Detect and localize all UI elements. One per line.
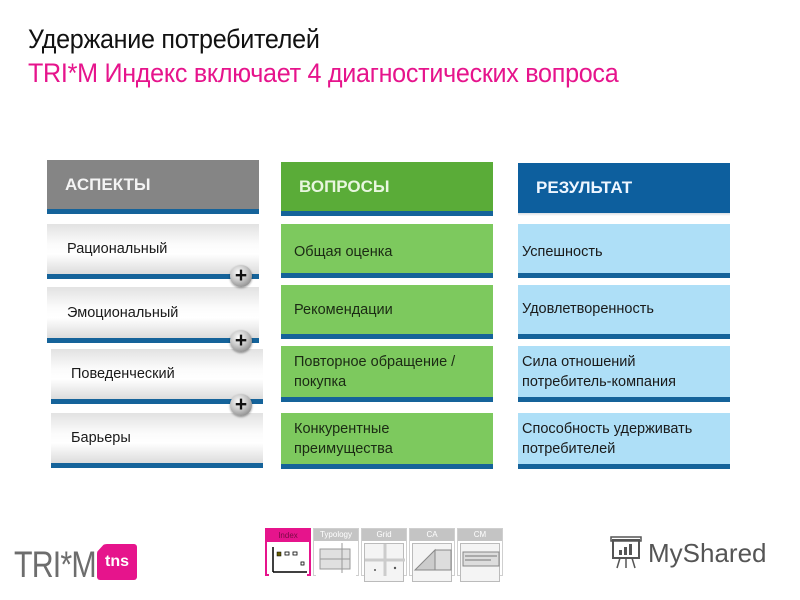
question-item-recommendations: Рекомендации — [281, 285, 493, 339]
tab-index[interactable]: Index — [265, 528, 311, 581]
result-item-relationship: Сила отношений потребитель-компания — [518, 346, 730, 402]
result-item-success: Успешность — [518, 224, 730, 278]
tab-ca[interactable]: CA — [409, 528, 455, 582]
trim-logo-text: TRI*M — [14, 544, 97, 585]
myshared-text: MyShared — [648, 537, 767, 568]
tab-label: Grid — [362, 529, 406, 541]
trim-logo: TRI*M — [14, 544, 97, 586]
tab-typology[interactable]: Typology — [313, 528, 359, 580]
tab-label: Index — [267, 530, 309, 542]
slide-subtitle: TRI*M Индекс включает 4 диагностических … — [28, 58, 619, 88]
result-item-retention: Способность удерживать потребителей — [518, 413, 730, 469]
aspects-header: АСПЕКТЫ — [47, 160, 259, 214]
tab-cm[interactable]: CM — [457, 528, 503, 582]
tab-grid[interactable]: Grid — [361, 528, 407, 582]
tab-label: CM — [458, 529, 502, 541]
question-item-overall: Общая оценка — [281, 224, 493, 278]
typology-icon — [316, 543, 356, 580]
index-chart-icon — [269, 544, 307, 581]
question-item-competitive: Конкурентные преимущества — [281, 413, 493, 469]
ca-icon — [412, 543, 452, 582]
tab-label: CA — [410, 529, 454, 541]
plus-icon: + — [230, 394, 252, 416]
presentation-board-icon — [610, 536, 642, 569]
tab-label: Typology — [314, 529, 358, 541]
myshared-watermark: MyShared — [610, 536, 767, 570]
plus-icon: + — [230, 265, 252, 287]
questions-header: ВОПРОСЫ — [281, 162, 493, 216]
aspect-item-emotional: Эмоциональный — [47, 287, 259, 343]
result-header: РЕЗУЛЬТАТ — [518, 163, 730, 213]
aspect-item-behavioral: Поведенческий — [51, 349, 263, 404]
aspect-item-barriers: Барьеры — [51, 413, 263, 468]
plus-icon: + — [230, 330, 252, 352]
aspect-item-rational: Рациональный — [47, 224, 259, 279]
grid-icon — [364, 543, 405, 582]
slide-title: Удержание потребителей — [28, 24, 320, 54]
result-header-shadow — [518, 213, 730, 216]
question-item-repeat: Повторное обращение / покупка — [281, 346, 493, 402]
method-tabs: Index Typology Grid CA CM — [265, 528, 503, 582]
result-item-satisfaction: Удовлетворенность — [518, 285, 730, 339]
tns-logo: tns — [97, 544, 137, 580]
cm-icon — [460, 543, 500, 582]
